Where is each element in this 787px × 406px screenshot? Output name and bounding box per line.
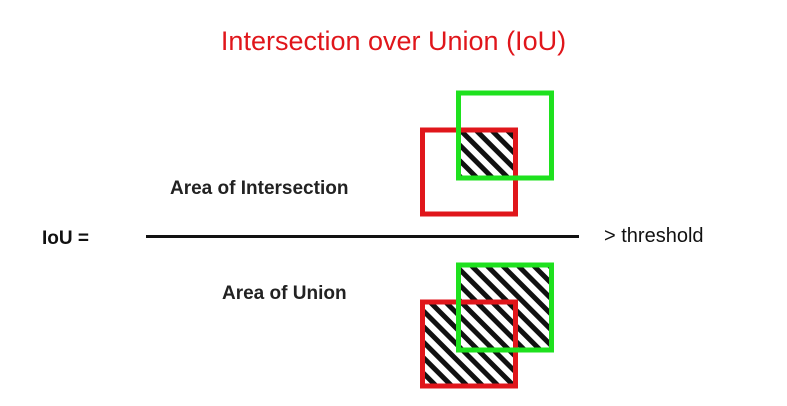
- union-hatched-red-area: [423, 302, 516, 386]
- union-predicted-box-red: [420, 299, 518, 389]
- predicted-box-red: [420, 127, 518, 217]
- fraction-bar: [146, 235, 579, 238]
- intersection-illustration: [420, 90, 554, 217]
- union-illustration: [420, 262, 554, 389]
- union-ground-truth-box-green: [456, 262, 554, 353]
- numerator-label: Area of Intersection: [170, 178, 349, 199]
- denominator-label: Area of Union: [222, 283, 347, 304]
- diagram-title: Intersection over Union (IoU): [220, 26, 567, 56]
- ground-truth-box-green: [456, 90, 554, 181]
- intersection-hatched-area: [459, 130, 516, 178]
- iou-symbol: IoU =: [42, 228, 89, 249]
- threshold-label: > threshold: [604, 225, 704, 247]
